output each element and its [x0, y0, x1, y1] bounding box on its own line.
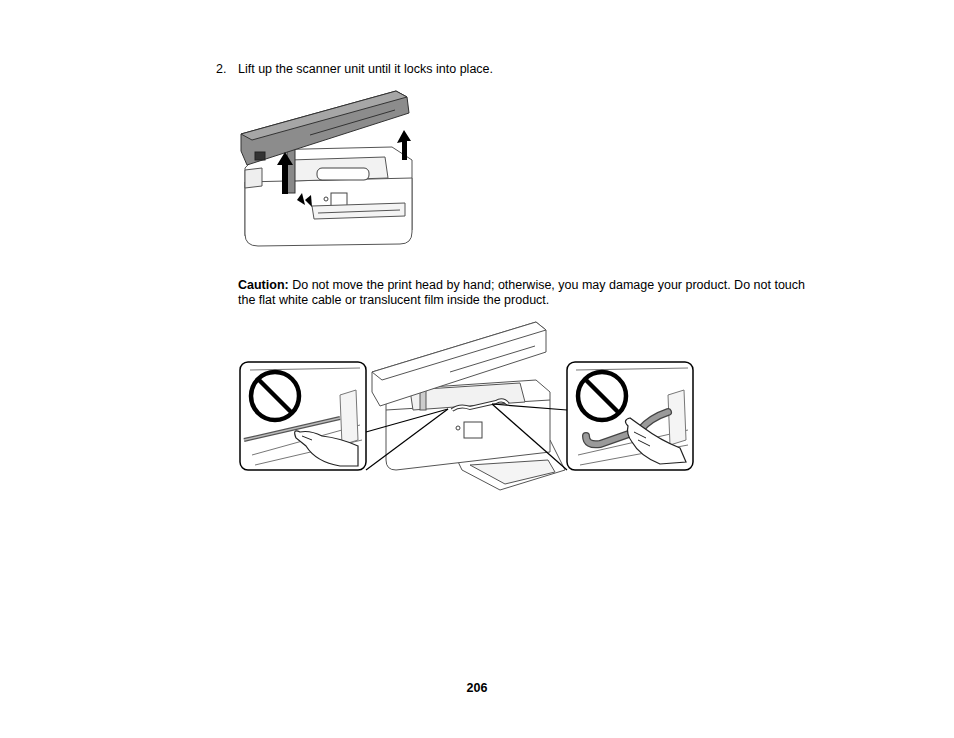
printer-figure-open: [241, 91, 412, 246]
leader-lines: [366, 404, 567, 470]
inset-film: [240, 362, 366, 470]
step-number: 2.: [216, 62, 236, 77]
caution-paragraph: Caution:Do not move the print head by ha…: [238, 278, 806, 308]
caution-text: Do not move the print head by hand; othe…: [238, 278, 805, 307]
step-text: Lift up the scanner unit until it locks …: [238, 62, 838, 77]
caution-heading: Caution:: [238, 278, 289, 292]
inset-cable: [567, 362, 693, 470]
lift-arrows: [277, 130, 411, 207]
page-number: 206: [427, 681, 527, 696]
printer-figure-caution: [372, 322, 565, 490]
